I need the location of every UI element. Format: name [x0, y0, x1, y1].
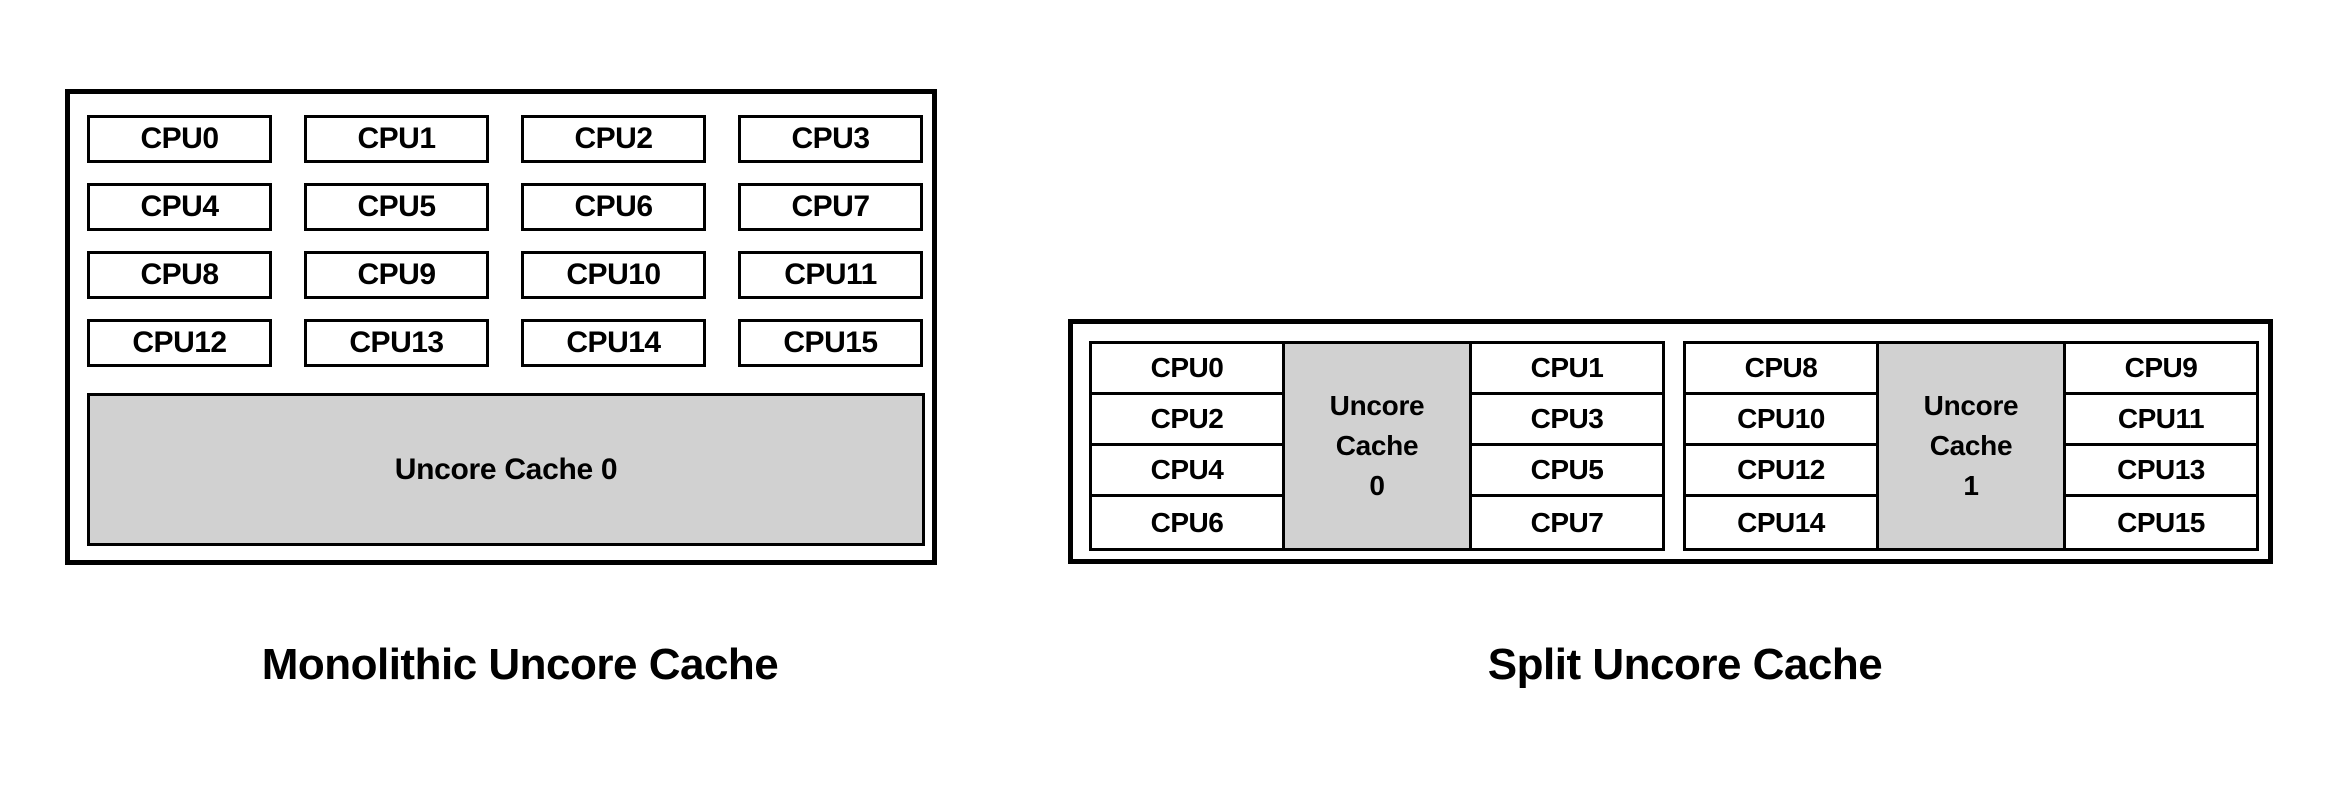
cpu-box: CPU4	[1092, 446, 1282, 497]
cpu-box: CPU15	[2066, 497, 2256, 548]
cache-label-line: 0	[1369, 469, 1385, 501]
cache-groups-container: CPU0 CPU2 CPU4 CPU6 Uncore Cache 0 CPU1 …	[1089, 341, 2259, 551]
cpu-box: CPU5	[1472, 446, 1662, 497]
cache-group: CPU0 CPU2 CPU4 CPU6 Uncore Cache 0 CPU1 …	[1089, 341, 1665, 551]
cpu-box: CPU7	[1472, 497, 1662, 548]
uncore-cache-block: Uncore Cache 0	[87, 393, 925, 546]
cpu-box: CPU10	[521, 251, 706, 299]
cpu-box: CPU11	[2066, 395, 2256, 446]
cache-label-line: Uncore	[1329, 390, 1425, 422]
uncore-cache-block: Uncore Cache 1	[1876, 344, 2066, 548]
caption-monolithic: Monolithic Uncore Cache	[261, 640, 779, 689]
cpu-box: CPU6	[521, 183, 706, 231]
uncore-cache-block: Uncore Cache 0	[1282, 344, 1472, 548]
cpu-box: CPU9	[304, 251, 489, 299]
cpu-grid-monolithic: CPU0 CPU1 CPU2 CPU3 CPU4 CPU5 CPU6 CPU7 …	[87, 115, 925, 367]
cpu-box: CPU3	[738, 115, 923, 163]
cpu-box: CPU1	[304, 115, 489, 163]
cpu-box: CPU14	[1686, 497, 1876, 548]
cpu-column-left: CPU8 CPU10 CPU12 CPU14	[1686, 344, 1876, 548]
package-outline-split: CPU0 CPU2 CPU4 CPU6 Uncore Cache 0 CPU1 …	[1068, 319, 2273, 564]
cpu-box: CPU8	[1686, 344, 1876, 395]
cpu-box: CPU3	[1472, 395, 1662, 446]
figure-monolithic-uncore-cache: CPU0 CPU1 CPU2 CPU3 CPU4 CPU5 CPU6 CPU7 …	[0, 0, 1040, 802]
cpu-box: CPU13	[2066, 446, 2256, 497]
caption-split: Split Uncore Cache	[1487, 640, 1883, 689]
cache-group: CPU8 CPU10 CPU12 CPU14 Uncore Cache 1 CP…	[1683, 341, 2259, 551]
package-outline-monolithic: CPU0 CPU1 CPU2 CPU3 CPU4 CPU5 CPU6 CPU7 …	[65, 89, 937, 565]
cpu-box: CPU2	[1092, 395, 1282, 446]
cpu-box: CPU9	[2066, 344, 2256, 395]
cpu-box: CPU5	[304, 183, 489, 231]
cache-label-line: Uncore	[1923, 390, 2019, 422]
cpu-box: CPU12	[1686, 446, 1876, 497]
cpu-box: CPU15	[738, 319, 923, 367]
cpu-box: CPU0	[87, 115, 272, 163]
cpu-box: CPU14	[521, 319, 706, 367]
figure-split-uncore-cache: CPU0 CPU2 CPU4 CPU6 Uncore Cache 0 CPU1 …	[1040, 0, 2348, 802]
cpu-box: CPU13	[304, 319, 489, 367]
cpu-column-right: CPU1 CPU3 CPU5 CPU7	[1472, 344, 1662, 548]
cpu-box: CPU8	[87, 251, 272, 299]
cpu-box: CPU6	[1092, 497, 1282, 548]
cpu-box: CPU7	[738, 183, 923, 231]
cpu-box: CPU10	[1686, 395, 1876, 446]
cpu-column-left: CPU0 CPU2 CPU4 CPU6	[1092, 344, 1282, 548]
cpu-box: CPU12	[87, 319, 272, 367]
cache-label-line: 1	[1963, 469, 1979, 501]
cpu-box: CPU1	[1472, 344, 1662, 395]
cache-label-line: Cache	[1335, 430, 1419, 462]
cpu-box: CPU2	[521, 115, 706, 163]
cpu-box: CPU0	[1092, 344, 1282, 395]
cpu-column-right: CPU9 CPU11 CPU13 CPU15	[2066, 344, 2256, 548]
cpu-box: CPU11	[738, 251, 923, 299]
cpu-box: CPU4	[87, 183, 272, 231]
cache-label-line: Cache	[1929, 430, 2013, 462]
